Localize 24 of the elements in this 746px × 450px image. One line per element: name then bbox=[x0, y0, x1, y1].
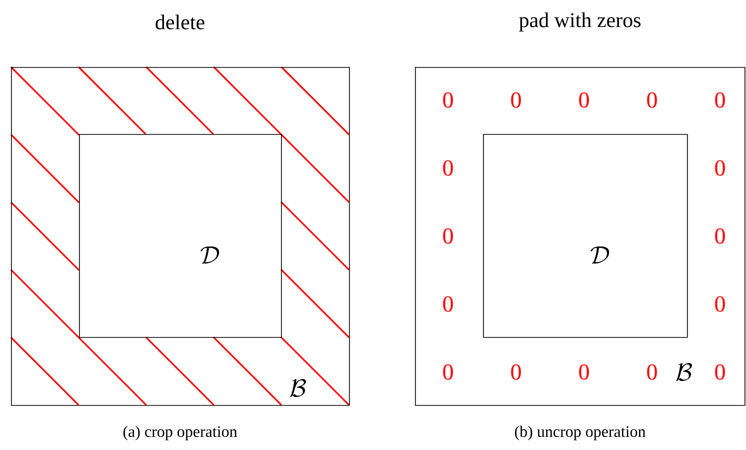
math-symbol: $\mathcal{D}$ bbox=[200, 246, 220, 264]
zero-label: 0 bbox=[579, 92, 589, 108]
zero-label: 0 bbox=[443, 228, 453, 244]
math-symbol: $\mathcal{D}$ bbox=[590, 246, 610, 264]
heading: delete bbox=[156, 14, 204, 30]
zero-label: 0 bbox=[715, 296, 725, 312]
zero-label: 0 bbox=[579, 364, 589, 380]
zero-label: 0 bbox=[443, 296, 453, 312]
zero-label: 0 bbox=[715, 92, 725, 108]
zero-label: 0 bbox=[443, 160, 453, 176]
zero-label: 0 bbox=[443, 92, 453, 108]
zero-label: 0 bbox=[443, 364, 453, 380]
zero-label: 0 bbox=[715, 364, 725, 380]
subfigure-label: (b) uncrop operation bbox=[514, 426, 646, 440]
zero-label: 0 bbox=[715, 228, 725, 244]
math-symbol: $\mathcal{B}$ bbox=[290, 378, 306, 398]
math-symbol: $\mathcal{B}$ bbox=[676, 362, 692, 382]
zero-label: 0 bbox=[511, 364, 521, 380]
zero-label: 0 bbox=[647, 92, 657, 108]
subfigure-label: (a) crop operation bbox=[123, 426, 238, 440]
zero-label: 0 bbox=[511, 92, 521, 108]
zero-label: 0 bbox=[715, 160, 725, 176]
heading: pad with zeros bbox=[519, 12, 640, 32]
zero-label: 0 bbox=[647, 364, 657, 380]
